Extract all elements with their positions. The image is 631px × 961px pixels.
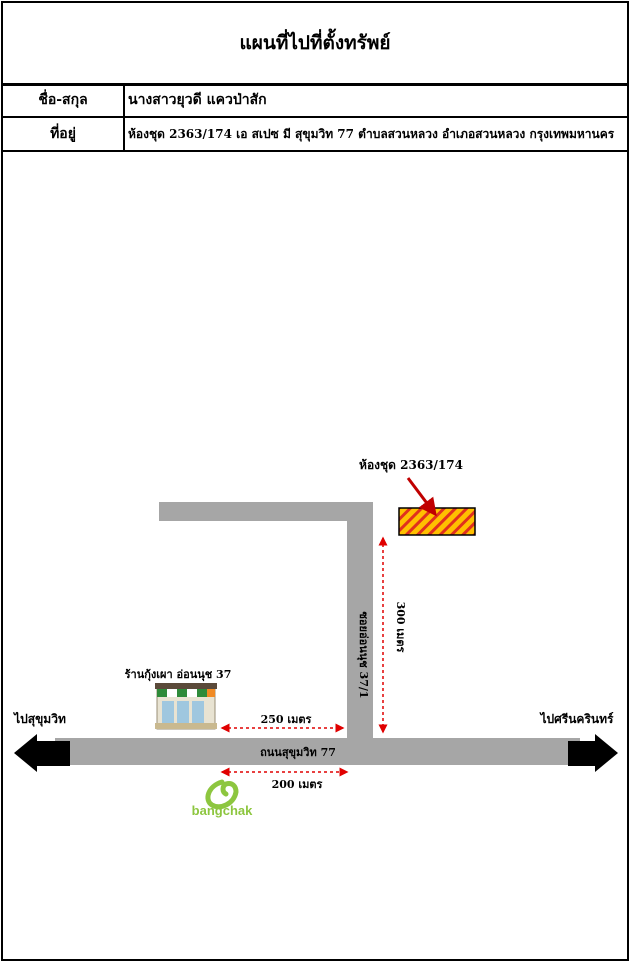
shop-label: ร้านกุ้งเผา อ่อนนุช 37 [125,668,232,682]
station-distance-label: 200 เมตร [272,778,323,791]
main-road [55,738,580,765]
shop-distance-label: 250 เมตร [261,713,312,726]
soi-distance-label: 300 เมตร [394,602,407,653]
bangchak-logo-text: bangchak [192,803,253,818]
address-value: ห้องชุด 2363/174 เอ สเปซ มี สุขุมวิท 77 … [128,126,615,141]
soi-label: ซอยอ่อนนุช 37/1 [356,611,370,698]
name-label: ชื่อ-สกุล [3,84,125,116]
name-row: ชื่อ-สกุล นางสาวยุวดี แควป่าสัก [3,84,627,118]
soi-road [347,502,373,762]
address-label: ที่อยู่ [3,118,125,150]
name-value: นางสาวยุวดี แควป่าสัก [128,92,267,108]
left-direction-label: ไปสุขุมวิท [12,711,66,727]
main-road-label: ถนนสุขุมวิท 77 [260,746,336,760]
right-direction-label: ไปศรีนครินทร์ [539,711,615,726]
property-marker [398,507,476,536]
left-arrow-icon [14,734,70,772]
bangchak-logo-icon: bangchak [192,779,253,818]
address-row: ที่อยู่ ห้องชุด 2363/174 เอ สเปซ มี สุขุ… [3,118,627,152]
property-label: ห้องชุด 2363/174 [359,458,463,473]
property-pointer-arrow [406,477,437,517]
right-arrow-icon [568,734,618,772]
shop-icon [155,683,217,730]
side-road-top [159,502,373,521]
page-title: แผนที่ไปที่ตั้งทรัพย์ [3,3,627,86]
